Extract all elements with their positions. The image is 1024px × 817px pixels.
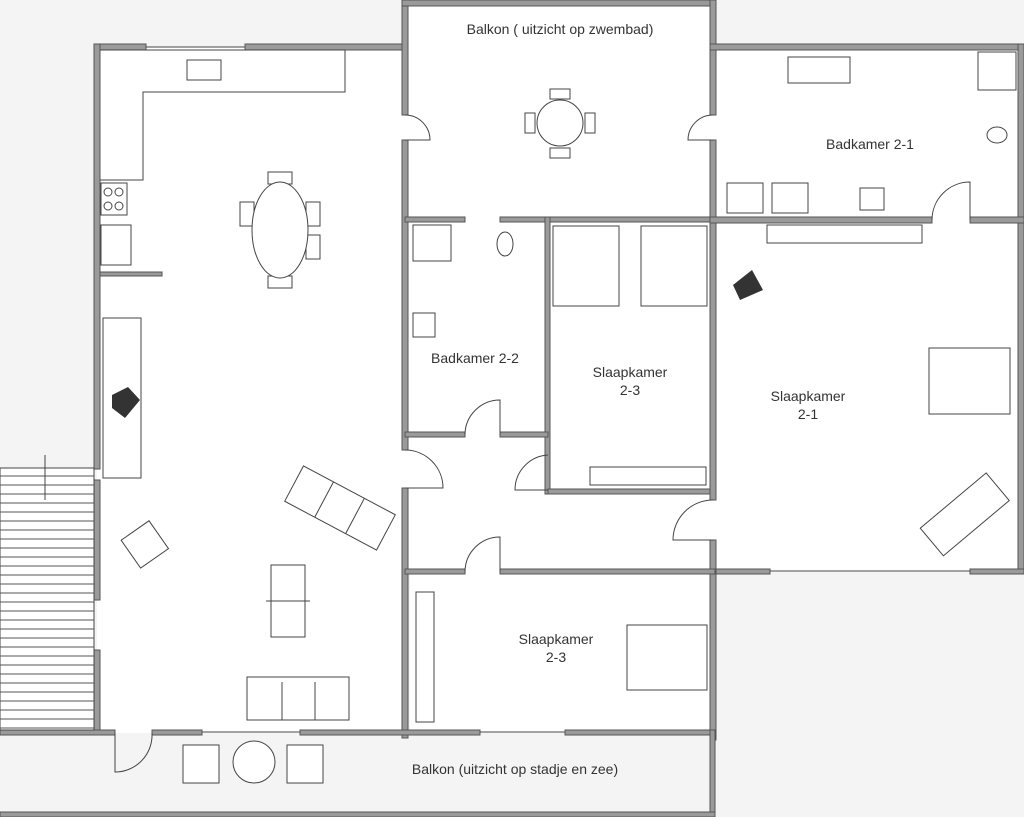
bed-icon [928,347,1011,415]
wardrobe-icon [415,591,435,723]
label-bedroom-2-1: Slaapkamer 2-1 [738,387,878,423]
chair-icon [182,744,220,784]
doors [114,114,971,773]
label-bedroom-2-3-bottom: Slaapkamer 2-3 [486,630,626,666]
chair-icon [286,744,324,784]
sofa-icon [246,676,350,721]
lamp-icon [112,387,140,418]
bed-icon [626,624,708,691]
toilet-icon [986,126,1008,144]
label-line: 2-3 [619,382,641,398]
cabinet-icon [726,182,764,214]
label-line: Slaapkamer [518,631,594,647]
kitchen-counter [100,49,346,266]
label-balcony-top: Balkon ( uitzicht op zwembad) [466,21,654,37]
label-bathroom-2-1: Badkamer 2-1 [826,136,914,152]
bed-icon [552,225,620,307]
living-room-floor [97,47,407,733]
label-balcony-bottom: Balkon (uitzicht op stadje en zee) [411,761,619,777]
cabinet-icon [771,182,809,214]
staircase [0,455,95,731]
dining-table-icon [239,171,321,289]
round-table-icon [232,740,276,784]
sink-icon [412,312,436,338]
armchair-icon [120,520,170,569]
label-line: Slaapkamer [592,364,668,380]
label-bathroom-2-2: Badkamer 2-2 [431,350,519,366]
label-line: 2-1 [797,406,819,422]
fridge-icon [100,224,132,266]
east-floor [713,47,1021,572]
label-line: 2-3 [545,649,567,665]
sofa-icon [284,465,396,551]
balcony-table-icon [524,88,596,159]
sink-icon [859,187,885,211]
label-bedroom-2-3-top: Slaapkamer 2-3 [560,363,700,399]
stove-icon [100,182,128,216]
wardrobe-icon [766,224,923,244]
lounger-icon [919,472,1010,557]
toilet-icon [496,231,514,257]
shower-icon [412,224,452,262]
wardrobe-icon [589,466,707,486]
kitchen-sink-icon [186,59,222,81]
bed-icon [640,225,708,307]
bathtub-icon [787,56,851,84]
shower-icon [977,51,1017,91]
label-line: Slaapkamer [770,388,846,404]
lamp-icon [733,270,763,300]
